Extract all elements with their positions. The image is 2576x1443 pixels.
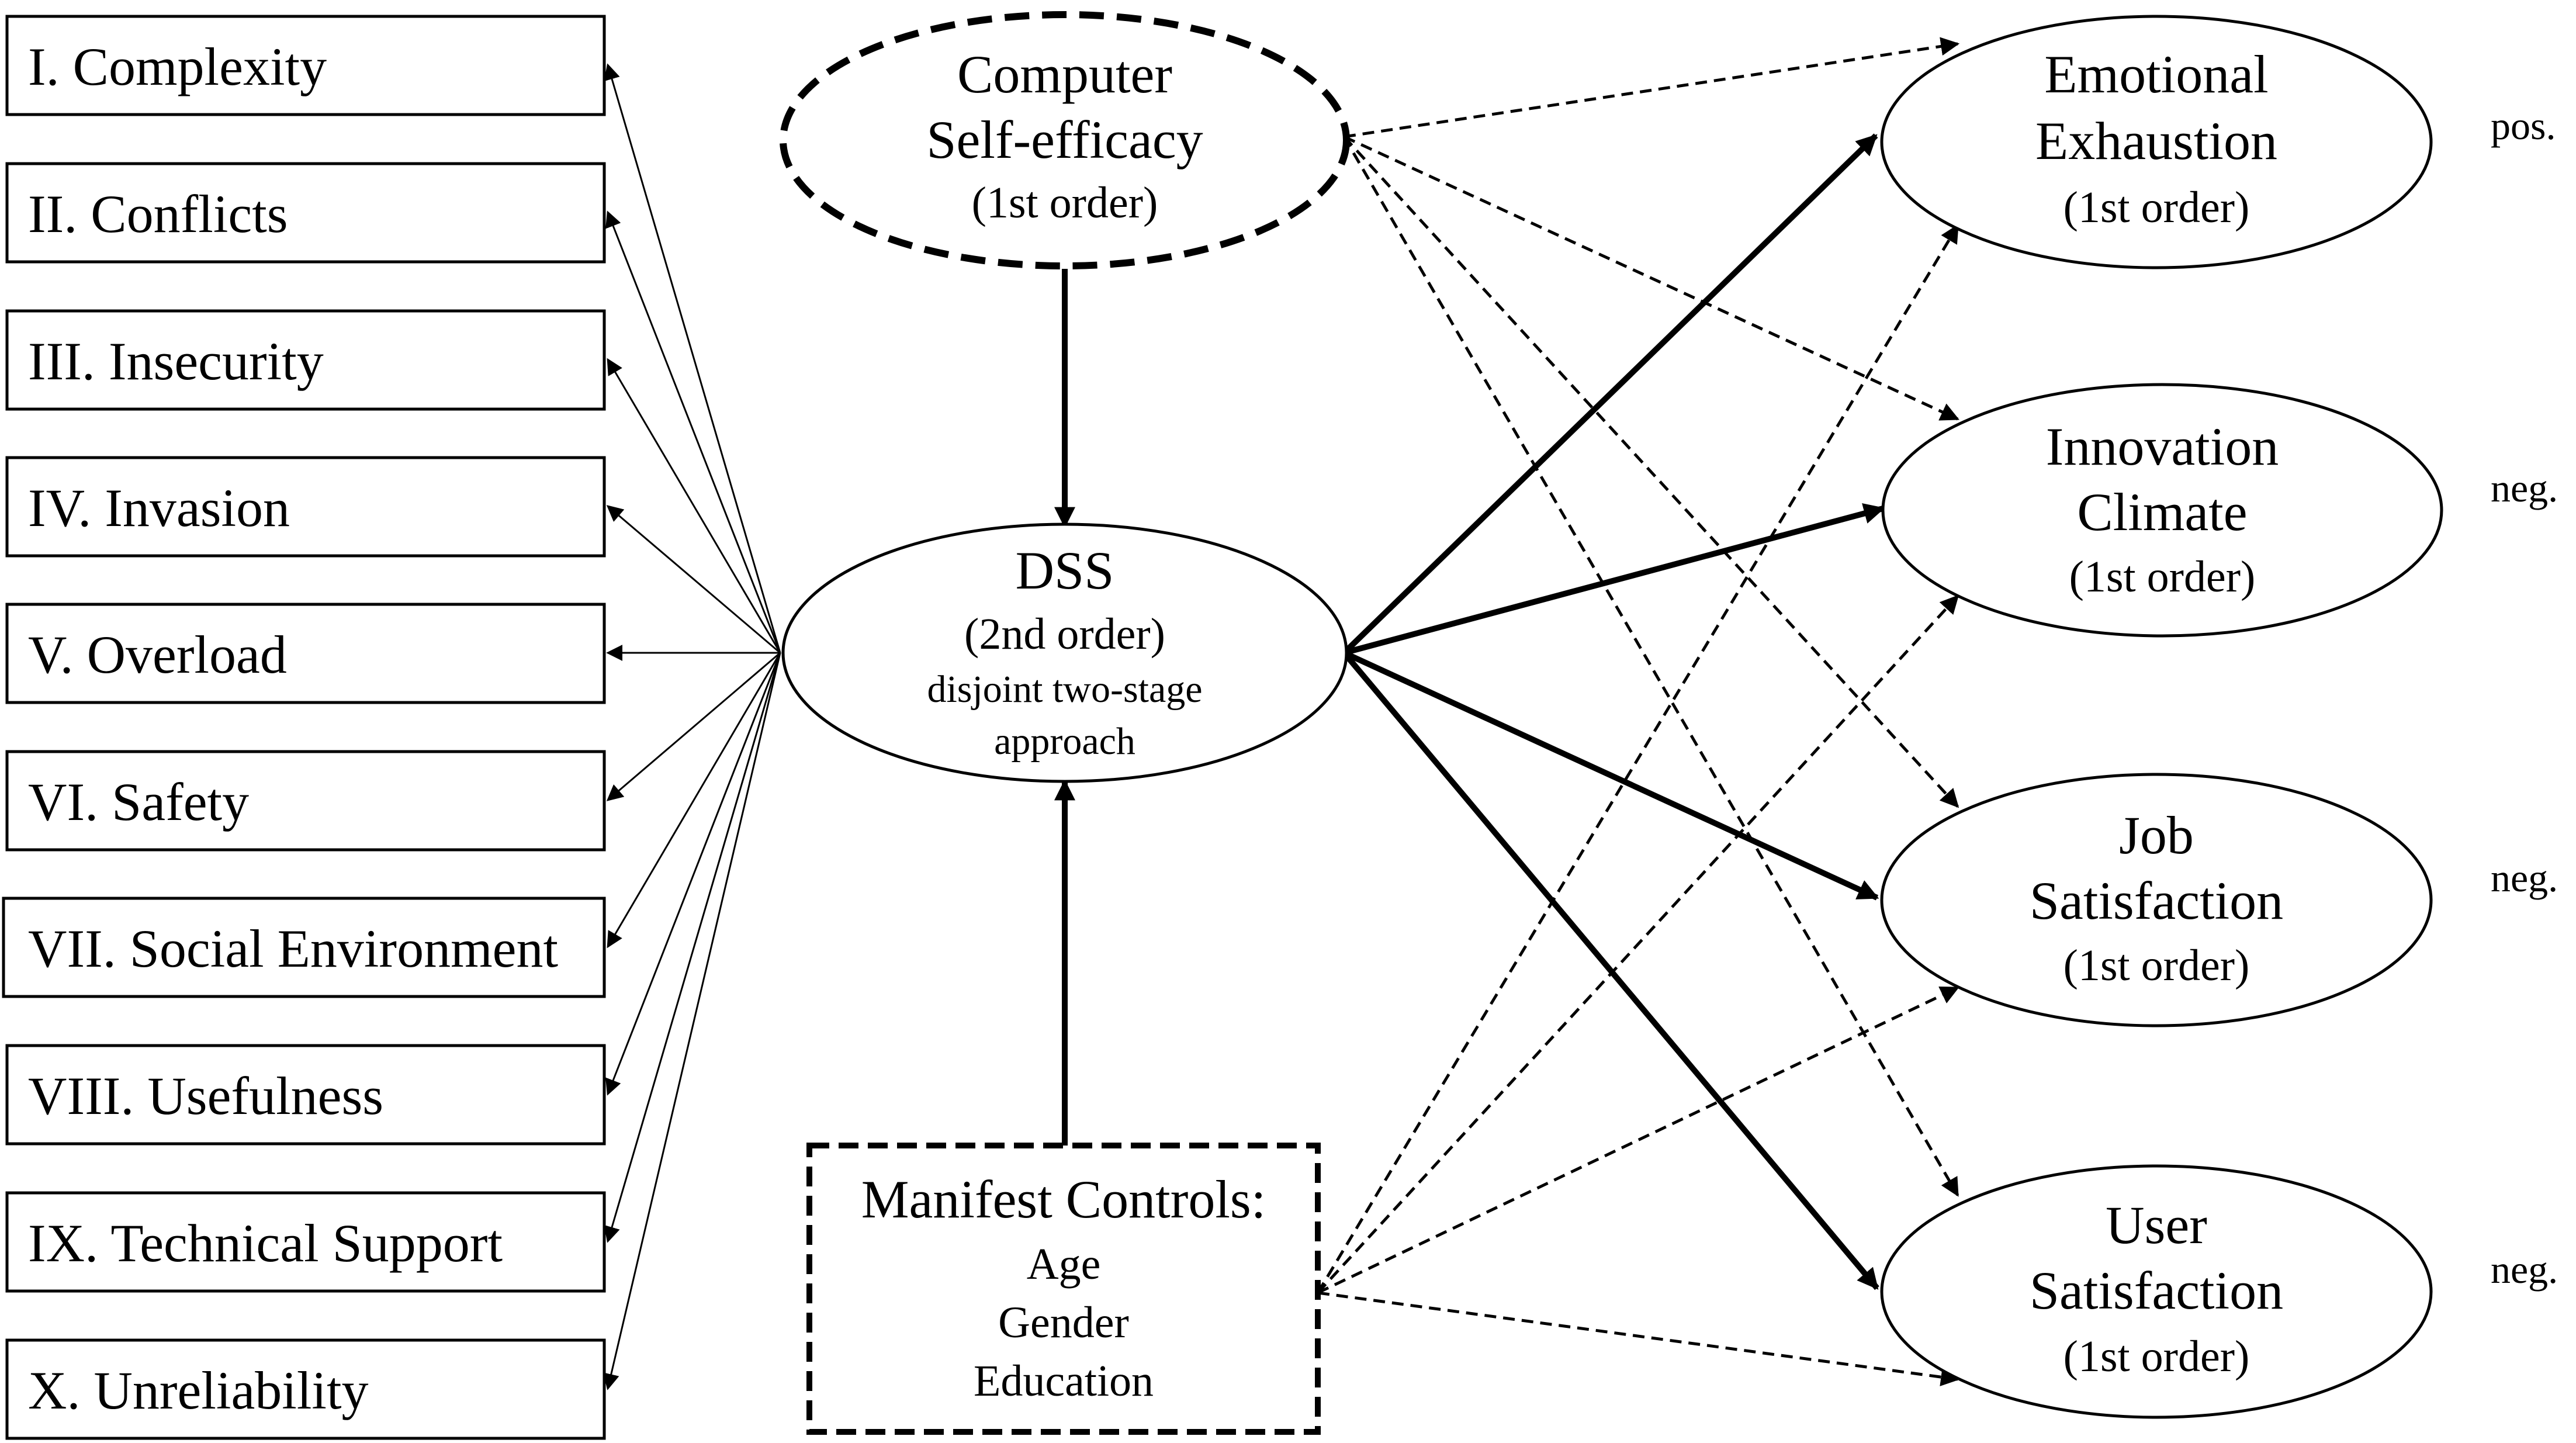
dimension-label-social-environment: VII. Social Environment <box>28 919 558 978</box>
dimension-box-unreliability: X. Unreliability <box>5 1338 606 1440</box>
dimension-box-usefulness: VIII. Usefulness <box>5 1044 606 1146</box>
dimension-label-unreliability: X. Unreliability <box>28 1361 369 1420</box>
outcome-job-satisfaction: Job Satisfaction (1st order) <box>1880 773 2433 1027</box>
outcome-label-line1: Job <box>2119 805 2194 865</box>
outcome-label-line1: Innovation <box>2046 417 2279 476</box>
outcome-label-line2: Satisfaction <box>2030 871 2283 930</box>
loading-arrow-technical-support <box>604 652 781 1243</box>
dimension-label-safety: VI. Safety <box>28 772 249 832</box>
controls-item-education: Education <box>974 1357 1154 1406</box>
dss-label-line2: (2nd order) <box>964 610 1165 659</box>
cse-paths <box>1342 37 1960 1197</box>
controls-item-age: Age <box>1027 1240 1101 1289</box>
dimension-label-usefulness: VIII. Usefulness <box>28 1066 383 1126</box>
sign-job-satisfaction: neg. <box>2491 856 2558 900</box>
outcome-user-satisfaction: User Satisfaction (1st order) <box>1880 1164 2433 1419</box>
path-dss-to-innovation-climate <box>1343 503 1885 656</box>
dss-label-line3: disjoint two-stage <box>927 668 1202 711</box>
outcome-label-line1: Emotional <box>2044 44 2268 104</box>
sign-emotional-exhaustion: pos. <box>2491 103 2556 148</box>
dimension-label-overload: V. Overload <box>28 625 287 684</box>
outcome-label-line3: (1st order) <box>2063 183 2250 232</box>
dimension-box-conflicts: II. Conflicts <box>5 162 606 264</box>
cse-label-line2: Self-efficacy <box>926 110 1203 169</box>
dimension-box-technical-support: IX. Technical Support <box>5 1191 606 1293</box>
dimension-box-overload: V. Overload <box>5 603 606 704</box>
dss-node: DSS (2nd order) disjoint two-stage appro… <box>781 522 1348 783</box>
dimension-box-safety: VI. Safety <box>5 750 606 852</box>
loading-arrow-usefulness <box>605 652 781 1096</box>
path-controls-to-user-satisfaction <box>1317 1291 1960 1386</box>
path-cse-to-job-satisfaction <box>1343 136 1959 808</box>
dimension-boxes: I. Complexity II. Conflicts III. Insecur… <box>2 15 606 1440</box>
outcome-label-line3: (1st order) <box>2063 1332 2250 1381</box>
outcome-label-line2: Climate <box>2077 482 2247 542</box>
dimension-label-invasion: IV. Invasion <box>28 478 290 538</box>
controls-title: Manifest Controls: <box>861 1169 1266 1229</box>
path-controls-to-innovation-climate <box>1317 594 1959 1294</box>
dimension-box-complexity: I. Complexity <box>5 15 606 116</box>
sign-user-satisfaction: neg. <box>2491 1247 2558 1292</box>
dss-paths <box>1054 133 1885 1290</box>
path-dss-to-emotional-exhaustion <box>1342 133 1878 655</box>
path-cse-to-innovation-climate <box>1343 135 1959 421</box>
outcome-label-line1: User <box>2106 1195 2207 1255</box>
controls-item-gender: Gender <box>998 1298 1129 1347</box>
path-dss-to-job-satisfaction <box>1342 650 1879 901</box>
dimension-box-social-environment: VII. Social Environment <box>2 897 606 998</box>
outcome-label-line3: (1st order) <box>2069 552 2256 601</box>
loading-arrow-safety <box>606 652 781 801</box>
dimension-label-insecurity: III. Insecurity <box>28 331 324 391</box>
outcome-label-line2: Satisfaction <box>2030 1261 2283 1320</box>
cse-label-line1: Computer <box>957 44 1172 104</box>
path-cse-to-user-satisfaction <box>1342 136 1959 1197</box>
loading-arrow-unreliability <box>603 652 781 1390</box>
dss-label-line4: approach <box>994 720 1135 763</box>
path-dss-to-user-satisfaction <box>1342 650 1879 1290</box>
sign-innovation-climate: neg. <box>2491 466 2558 510</box>
cse-label-line3: (1st order) <box>972 178 1158 227</box>
controls-paths <box>1316 224 1960 1386</box>
dimension-label-conflicts: II. Conflicts <box>28 184 288 244</box>
outcome-label-line2: Exhaustion <box>2035 111 2277 171</box>
loading-arrow-conflicts <box>605 210 781 653</box>
computer-self-efficacy-node: Computer Self-efficacy (1st order) <box>780 11 1350 269</box>
dimension-label-complexity: I. Complexity <box>28 37 327 96</box>
sign-annotations: pos. neg. neg. neg. <box>2491 103 2558 1292</box>
loading-arrow-complexity <box>604 63 781 653</box>
dimension-box-insecurity: III. Insecurity <box>5 309 606 411</box>
path-controls-to-emotional-exhaustion <box>1316 224 1959 1294</box>
outcome-innovation-climate: Innovation Climate (1st order) <box>1881 383 2443 638</box>
loading-arrow-insecurity <box>607 358 781 653</box>
outcome-label-line3: (1st order) <box>2063 941 2250 990</box>
dss-label-line1: DSS <box>1016 541 1114 600</box>
path-controls-to-job-satisfaction <box>1317 986 1959 1295</box>
dimension-box-invasion: IV. Invasion <box>5 456 606 558</box>
path-cse-to-emotional-exhaustion <box>1344 37 1960 139</box>
outcome-emotional-exhaustion: Emotional Exhaustion (1st order) <box>1880 15 2433 269</box>
dimension-loadings <box>603 63 781 1390</box>
dimension-label-technical-support: IX. Technical Support <box>28 1213 503 1273</box>
loading-arrow-invasion <box>606 505 781 654</box>
manifest-controls-node: Manifest Controls: Age Gender Education <box>806 1143 1321 1435</box>
loading-arrow-social-environment <box>607 652 781 949</box>
